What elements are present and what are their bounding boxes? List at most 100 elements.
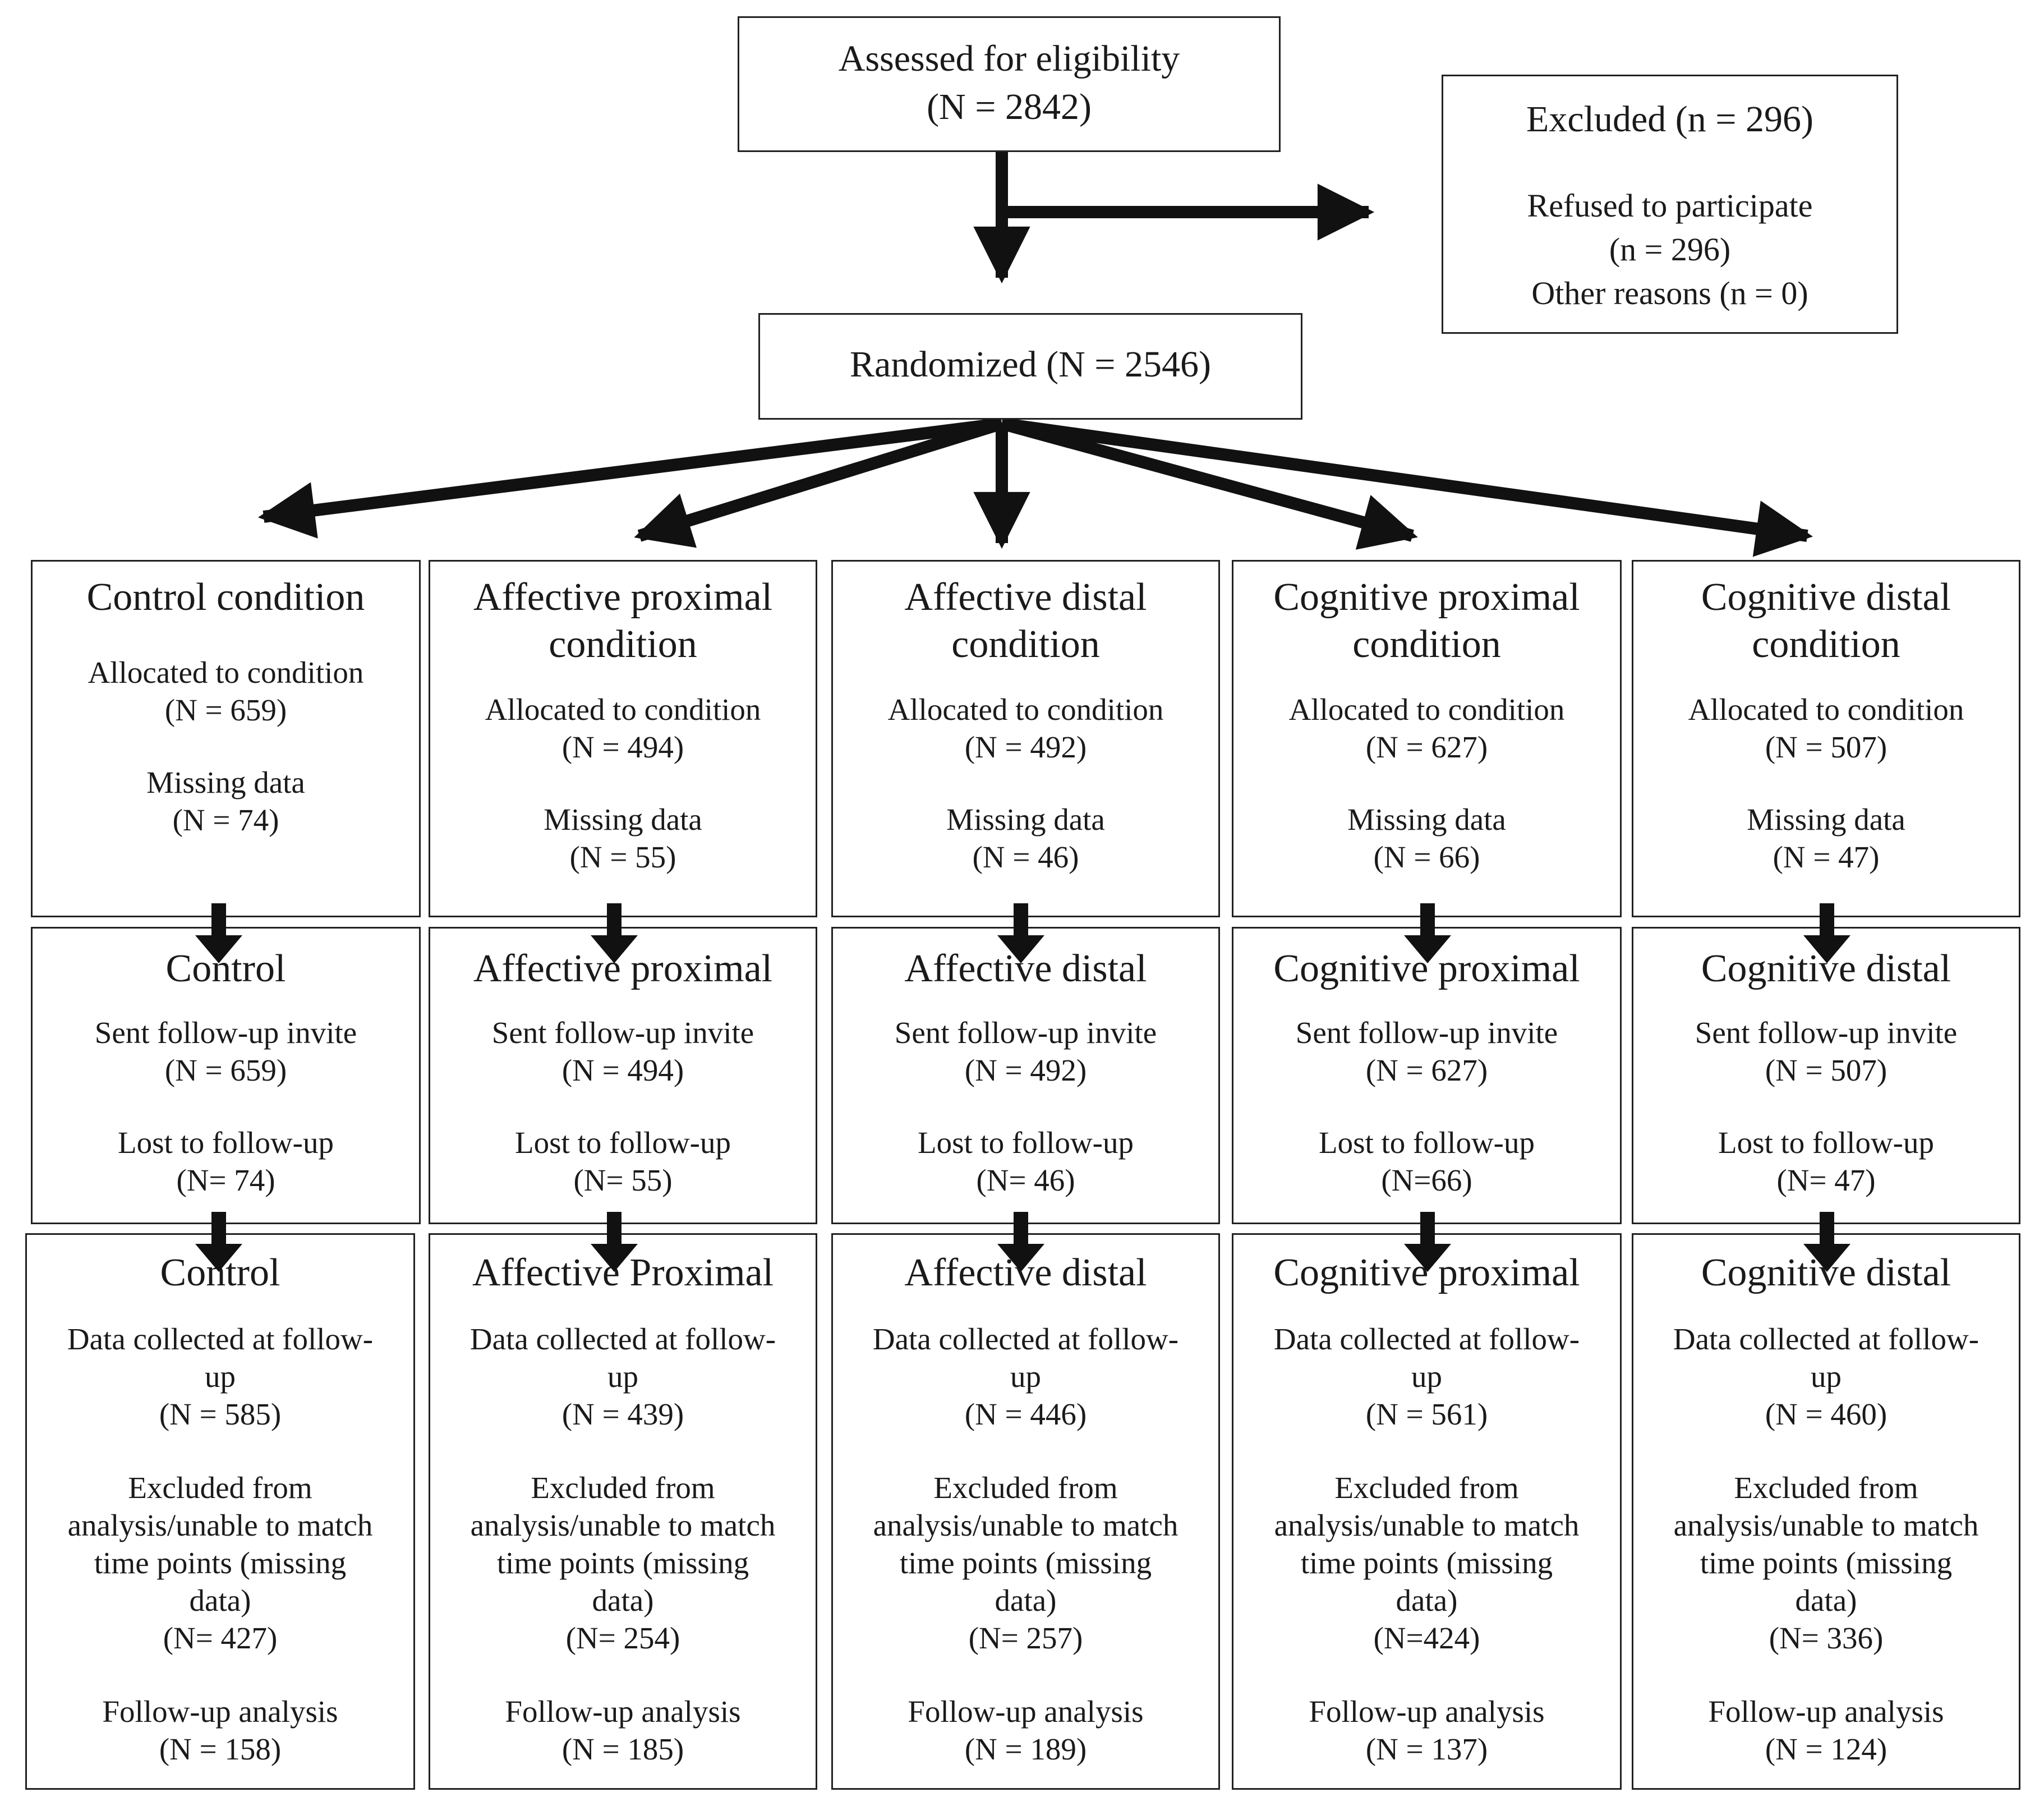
condition-title: Affective proximal <box>473 576 773 619</box>
affective-distal-row-arrow-head-2 <box>997 1244 1044 1272</box>
assessed-box: Assessed for eligibility (N = 2842) <box>738 16 1281 152</box>
excluded-analysis-label: Excluded from <box>128 1471 312 1505</box>
collected-label: Data collected at follow- <box>872 1322 1179 1356</box>
collected-label: Data collected at follow- <box>1673 1322 1979 1356</box>
cognitive-distal-row-arrow-head-2 <box>1803 1244 1850 1272</box>
arrow-to-cognitive-proximal <box>1000 417 1418 550</box>
arrow-to-affective-proximal <box>634 417 1004 548</box>
condition-title: Cognitive proximal <box>1273 576 1580 619</box>
sent-invite-label: Sent follow-up invite <box>491 1016 754 1050</box>
collected-label: Data collected at follow- <box>469 1322 776 1356</box>
excluded-analysis-count: (N= 427) <box>163 1621 278 1655</box>
cognitive-proximal-row-arrow-head-2 <box>1404 1244 1451 1272</box>
missing-label: Missing data <box>146 765 305 799</box>
other-reasons: Other reasons (n = 0) <box>1531 275 1808 311</box>
allocated-count: (N = 627) <box>1365 730 1488 764</box>
condition-title: Control condition <box>86 576 365 619</box>
affective-proximal-row-arrow-shaft-2 <box>607 1212 622 1247</box>
sent-invite-label: Sent follow-up invite <box>1295 1016 1558 1050</box>
collected-count: (N = 446) <box>964 1397 1087 1431</box>
allocated-count: (N = 494) <box>561 730 684 764</box>
followup-analysis-count: (N = 185) <box>561 1732 684 1766</box>
allocated-count: (N = 659) <box>164 693 287 727</box>
condition-title-line2: condition <box>951 623 1100 666</box>
missing-count: (N = 55) <box>569 840 676 874</box>
randomized-box: Randomized (N = 2546) <box>758 313 1302 420</box>
missing-count: (N = 47) <box>1773 840 1880 874</box>
excluded-analysis-count: (N= 254) <box>565 1621 680 1655</box>
excluded-analysis-label-line2: analysis/unable to match <box>873 1508 1178 1542</box>
affective-distal-row-arrow-shaft-2 <box>1014 1212 1028 1247</box>
excluded-analysis-count: (N= 257) <box>968 1621 1083 1655</box>
control-row-arrow-head-1 <box>195 935 242 963</box>
arrow-to-control <box>257 417 1003 539</box>
excluded-analysis-label: Excluded from <box>531 1471 715 1505</box>
affective-proximal-row-arrow-shaft-1 <box>607 903 622 938</box>
cognitive-proximal-row-arrow-shaft-2 <box>1420 1212 1435 1247</box>
allocated-label: Allocated to condition <box>485 692 761 727</box>
cognitive-distal-row-arrow-head-1 <box>1803 935 1850 963</box>
excluded-analysis-label-line2: analysis/unable to match <box>470 1508 776 1542</box>
allocated-label: Allocated to condition <box>1288 692 1565 727</box>
lost-count: (N= 47) <box>1776 1163 1876 1197</box>
sent-invite-label: Sent follow-up invite <box>94 1016 357 1050</box>
excluded-analysis-label-line3: time points (missing <box>94 1546 347 1580</box>
missing-count: (N = 46) <box>972 840 1079 874</box>
collected-label-line2: up <box>1411 1359 1442 1394</box>
assessed-count: (N = 2842) <box>927 86 1092 127</box>
allocated-label: Allocated to condition <box>1688 692 1964 727</box>
followup-analysis-label: Follow-up analysis <box>505 1694 741 1729</box>
lost-count: (N= 46) <box>976 1163 1075 1197</box>
sent-invite-label: Sent follow-up invite <box>1695 1016 1958 1050</box>
missing-label: Missing data <box>946 802 1105 837</box>
excluded-analysis-label-line3: time points (missing <box>899 1546 1152 1580</box>
missing-count: (N = 66) <box>1373 840 1480 874</box>
collected-label-line2: up <box>205 1359 236 1394</box>
missing-count: (N = 74) <box>172 803 279 837</box>
followup-analysis-label: Follow-up analysis <box>102 1694 338 1729</box>
excluded-analysis-label-line2: analysis/unable to match <box>67 1508 373 1542</box>
excluded-title: Excluded (n = 296) <box>1526 99 1813 140</box>
randomized-label: Randomized (N = 2546) <box>850 344 1211 385</box>
followup-analysis-count: (N = 158) <box>159 1732 282 1766</box>
collected-count: (N = 460) <box>1765 1397 1888 1431</box>
control-row-arrow-shaft-1 <box>211 903 226 938</box>
condition-title: Affective distal <box>904 576 1147 619</box>
excluded-analysis-count: (N= 336) <box>1769 1621 1884 1655</box>
missing-label: Missing data <box>1747 802 1905 837</box>
refused-count: (n = 296) <box>1609 231 1731 268</box>
control-row-arrow-head-2 <box>195 1244 242 1272</box>
followup-analysis-label: Follow-up analysis <box>1309 1694 1545 1729</box>
collected-label-line2: up <box>1811 1359 1842 1394</box>
excluded-analysis-label: Excluded from <box>933 1471 1118 1505</box>
sent-invite-count: (N = 507) <box>1765 1053 1888 1087</box>
collected-label: Data collected at follow- <box>67 1322 374 1356</box>
followup-analysis-count: (N = 124) <box>1765 1732 1888 1766</box>
excluded-analysis-label: Excluded from <box>1334 1471 1519 1505</box>
lost-label: Lost to follow-up <box>1718 1125 1934 1160</box>
followup-analysis-count: (N = 137) <box>1365 1732 1488 1766</box>
collected-count: (N = 585) <box>159 1397 282 1431</box>
followup-title: Affective proximal <box>473 947 773 990</box>
sent-invite-count: (N = 659) <box>164 1053 287 1087</box>
excluded-analysis-label: Excluded from <box>1734 1471 1918 1505</box>
excluded-analysis-count: (N=424) <box>1373 1621 1480 1655</box>
excluded-analysis-label-line2: analysis/unable to match <box>1673 1508 1979 1542</box>
affective-proximal-row-arrow-head-1 <box>591 935 638 963</box>
lost-label: Lost to follow-up <box>515 1125 731 1160</box>
missing-label: Missing data <box>544 802 702 837</box>
excluded-analysis-label-line4: data) <box>189 1583 251 1618</box>
allocated-label: Allocated to condition <box>88 655 364 690</box>
missing-label: Missing data <box>1347 802 1506 837</box>
allocated-label: Allocated to condition <box>887 692 1164 727</box>
